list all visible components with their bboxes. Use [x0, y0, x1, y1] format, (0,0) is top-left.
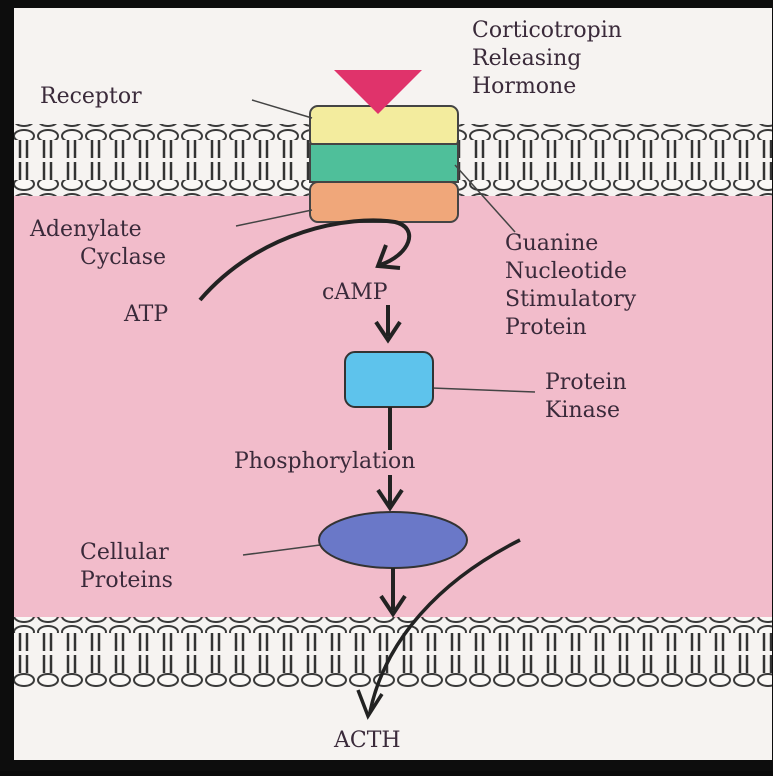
cellular-label-line1: Cellular: [80, 540, 169, 566]
guanine-label-line4: Protein: [505, 315, 587, 341]
guanine-label-line2: Nucleotide: [505, 259, 627, 285]
camp-label: cAMP: [322, 280, 388, 306]
receptor-label: Receptor: [40, 84, 142, 110]
guanine-label-line3: Stimulatory: [505, 287, 636, 313]
acth-label: ACTH: [334, 728, 401, 754]
receptor-block: [310, 106, 458, 148]
receptor-complex: [310, 106, 458, 222]
crh-label-line1: Corticotropin: [472, 18, 622, 44]
cellular-proteins-shape: [319, 512, 467, 568]
cellular-label-line2: Proteins: [80, 568, 173, 594]
atp-label: ATP: [124, 302, 168, 328]
crh-label-line2: Releasing: [472, 46, 581, 72]
kinase-label-line2: Kinase: [545, 398, 620, 424]
guanine-label-line1: Guanine: [505, 231, 598, 257]
g-protein-block: [310, 144, 458, 182]
protein-kinase-box: [345, 352, 433, 407]
adenylate-label-line1: Adenylate: [30, 217, 142, 243]
adenylate-cyclase-block: [310, 182, 458, 222]
kinase-label-line1: Protein: [545, 370, 627, 396]
adenylate-label-line2: Cyclase: [80, 245, 166, 271]
phosphorylation-label: Phosphorylation: [234, 449, 415, 475]
crh-label-line3: Hormone: [472, 74, 576, 100]
